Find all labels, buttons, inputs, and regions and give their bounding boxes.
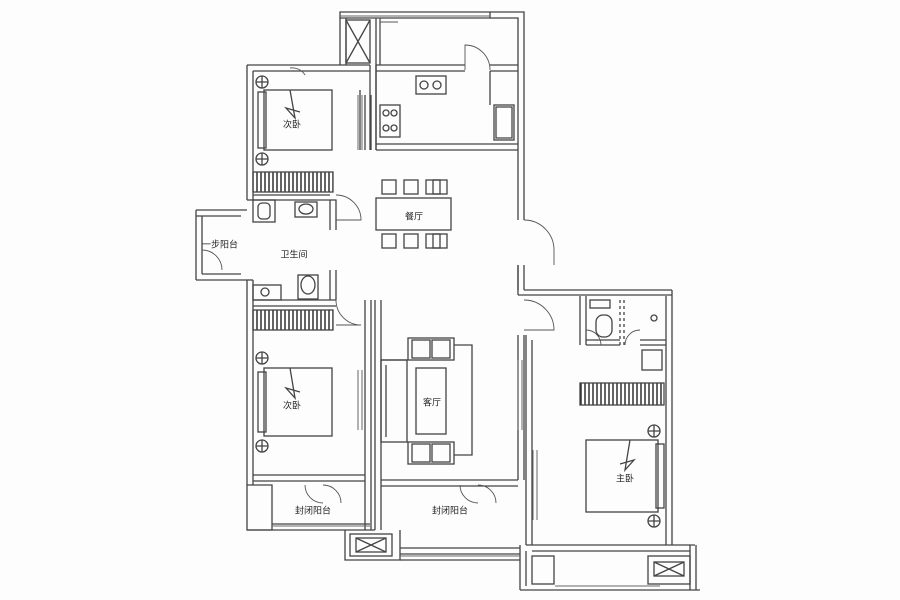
wardrobe-master — [579, 382, 665, 406]
kitchen-fixtures — [345, 19, 515, 141]
room-label-second-bedroom-bottom: 次卧 — [282, 401, 302, 412]
bed-top — [255, 75, 333, 166]
room-label-dining: 餐厅 — [404, 212, 424, 223]
master-bath-fixtures — [589, 299, 663, 371]
doors — [201, 18, 641, 504]
room-label-enclosed-balcony-left: 封闭阳台 — [294, 506, 332, 517]
wardrobe-lower — [252, 309, 334, 331]
interior-walls — [247, 18, 666, 530]
bed-master — [585, 424, 665, 528]
vent-shafts — [349, 533, 691, 585]
room-label-step-balcony: 一步阳台 — [201, 240, 239, 251]
living-furniture — [380, 337, 473, 465]
room-label-living: 客厅 — [422, 398, 442, 409]
room-label-master-bedroom: 主卧 — [615, 474, 635, 485]
exterior-walls — [195, 11, 700, 591]
wardrobe-top — [252, 171, 334, 193]
room-label-second-bedroom-top: 次卧 — [282, 120, 302, 131]
bathroom-fixtures — [252, 199, 319, 301]
bed-lower — [255, 351, 333, 453]
room-label-enclosed-balcony-right: 封闭阳台 — [431, 506, 469, 517]
dining-table — [375, 179, 452, 249]
room-label-bathroom: 卫生间 — [280, 250, 308, 261]
windows — [272, 15, 660, 587]
